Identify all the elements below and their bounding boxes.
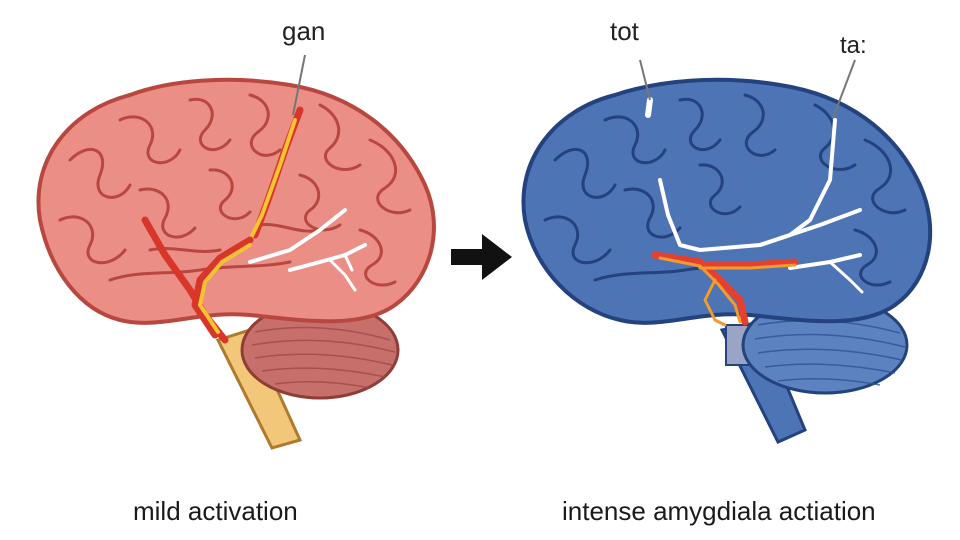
right-caption: intense amygdiala actiation	[562, 496, 876, 526]
right-gyri	[543, 93, 907, 287]
left-pathways	[141, 106, 367, 344]
left-cerebrum	[36, 77, 436, 325]
right-callout-label-b: ta:	[840, 32, 867, 59]
left-caption: mild activation	[133, 496, 298, 526]
right-arrow-icon	[451, 234, 512, 280]
left-gyri	[58, 93, 412, 287]
left-brain	[36, 54, 436, 450]
right-callout-b-leader	[832, 59, 856, 119]
left-brain-stem	[215, 328, 303, 450]
left-callout-label: gan	[282, 16, 326, 46]
right-callout-a-leader	[639, 59, 651, 101]
right-pathways	[645, 97, 864, 327]
right-callout-label-a: tot	[610, 16, 639, 46]
right-brain	[521, 59, 933, 444]
left-callout-leader	[292, 54, 306, 116]
